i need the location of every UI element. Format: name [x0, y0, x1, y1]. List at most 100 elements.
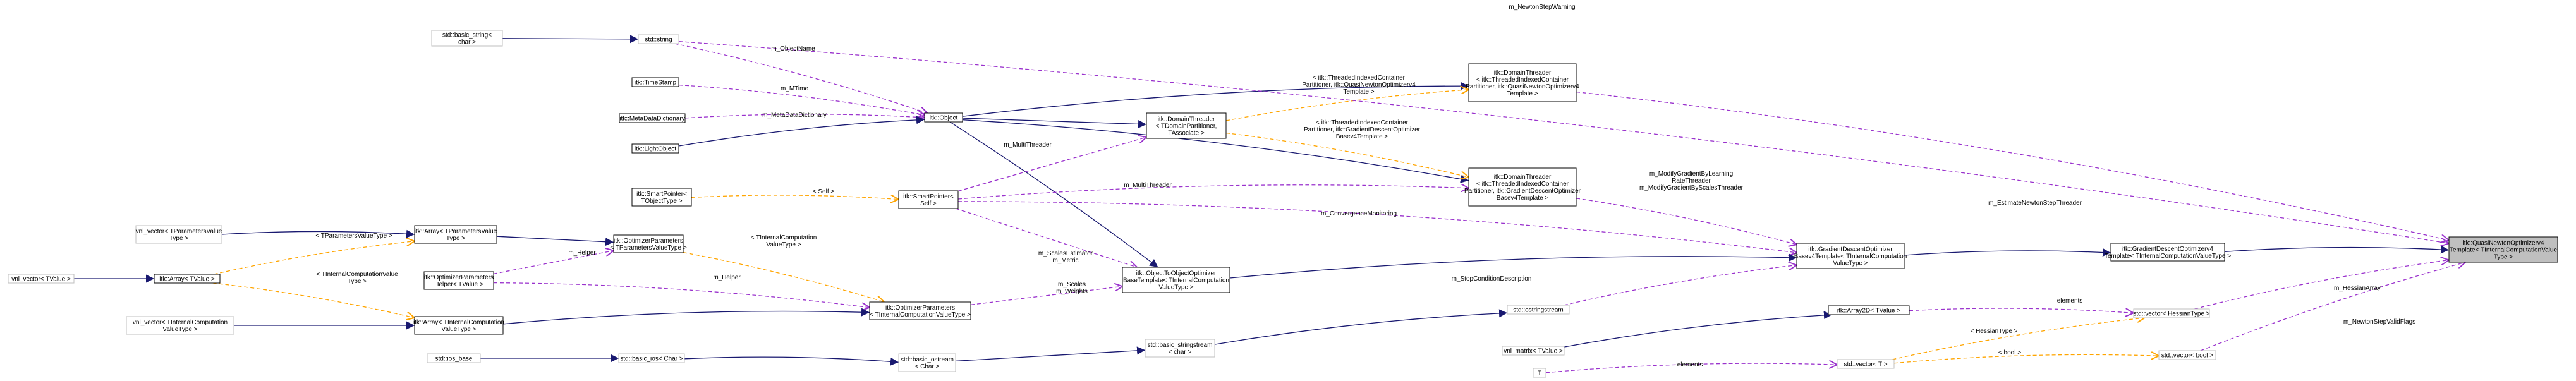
class-node-box[interactable] — [135, 225, 222, 244]
class-node-ios_base[interactable]: std::ios_base — [427, 353, 481, 363]
edge-label-lbl_MTime: m_MTime — [781, 85, 809, 92]
class-node-label: itk::Object — [930, 115, 958, 122]
class-node-SmartPointerSelf[interactable]: itk::SmartPointer<Self > — [898, 190, 959, 209]
class-node-vnl_matrix[interactable]: vnl_matrix< TValue > — [1502, 346, 1565, 356]
class-node-box[interactable] — [1502, 346, 1565, 356]
class-node-vnl_vector_TInternal[interactable]: vnl_vector< TInternalComputationValueTyp… — [126, 316, 234, 335]
class-node-box[interactable] — [1507, 305, 1570, 315]
class-node-MetaDataDictionary[interactable]: itk::MetaDataDictionary — [619, 113, 686, 123]
edges-layer — [74, 35, 2465, 373]
class-node-box[interactable] — [1145, 339, 1215, 358]
class-node-SmartPointerTObj[interactable]: itk::SmartPointer<TObjectType > — [631, 188, 692, 207]
class-node-box[interactable] — [898, 353, 956, 372]
class-node-box[interactable] — [1122, 267, 1230, 293]
class-node-OptParamsTInternal[interactable]: itk::OptimizerParameters< TInternalCompu… — [869, 301, 971, 320]
edge-member-Array2D-to-vectorHessian — [1909, 308, 2134, 313]
class-node-vectorHessian[interactable]: std::vector< HessianType > — [2133, 308, 2210, 318]
class-node-vectorT[interactable]: std::vector< T > — [1837, 359, 1895, 369]
edge-label-lbl_Helper1: m_Helper — [568, 250, 596, 257]
class-node-T[interactable]: T — [1533, 368, 1546, 378]
edge-label-lbl_Scales: m_ScalesEstimator — [1038, 250, 1093, 257]
class-node-Object[interactable]: itk::Object — [924, 112, 963, 123]
class-node-box[interactable] — [427, 353, 481, 363]
class-node-DomainThreaderMid[interactable]: itk::DomainThreader< TDomainPartitioner,… — [1146, 112, 1227, 139]
class-node-LightObject[interactable]: itk::LightObject — [631, 143, 679, 154]
class-node-box[interactable] — [618, 353, 685, 363]
class-node-box[interactable] — [1146, 112, 1227, 139]
edge-member-string-to-Object — [674, 43, 927, 113]
class-node-box[interactable] — [631, 143, 679, 154]
class-node-box[interactable] — [631, 188, 692, 207]
class-node-box[interactable] — [423, 271, 494, 290]
class-node-vnl_vector_TParam[interactable]: vnl_vector< TParametersValueType > — [135, 225, 222, 244]
edge-inherit-GDOv4-to-QuasiNewton — [2224, 245, 2450, 254]
class-node-label: Type > — [2494, 254, 2513, 261]
edge-member-OptParamsHelper-to-OptParamsTInternal — [493, 282, 870, 308]
class-node-box[interactable] — [2448, 236, 2558, 263]
class-node-ArrayTInternal[interactable]: itk::Array< TInternalComputationValueTyp… — [413, 316, 504, 335]
class-node-box[interactable] — [126, 316, 234, 335]
class-node-box[interactable] — [8, 274, 75, 284]
class-node-box[interactable] — [431, 30, 503, 47]
class-node-box[interactable] — [1533, 368, 1546, 378]
class-node-box[interactable] — [869, 301, 971, 320]
class-node-label: Type > — [446, 235, 465, 242]
class-node-basic_ios[interactable]: std::basic_ios< Char > — [618, 353, 685, 363]
edge-label-lbl_elements1: elements — [2057, 298, 2083, 305]
class-node-box[interactable] — [154, 274, 221, 284]
class-node-DomainThreaderTop[interactable]: itk::DomainThreader< itk::ThreadedIndexe… — [1466, 63, 1579, 102]
class-node-label: T — [1538, 370, 1541, 377]
class-node-box[interactable] — [414, 225, 497, 244]
class-node-label: itk::DomainThreader — [1158, 116, 1215, 123]
class-node-box[interactable] — [2110, 243, 2225, 262]
class-node-string[interactable]: std::string — [638, 34, 679, 44]
class-node-basic_ostream[interactable]: std::basic_ostream< Char > — [898, 353, 956, 372]
class-node-vnl_vector_TValue[interactable]: vnl_vector< TValue > — [8, 274, 75, 284]
class-node-ObjectToObjectOpt[interactable]: itk::ObjectToObjectOptimizerBaseTemplate… — [1122, 267, 1230, 293]
class-node-label: < itk::ThreadedIndexedContainer — [1476, 181, 1569, 188]
edge-member-DomainThreaderTop-to-QuasiNewton — [1576, 91, 2449, 240]
class-node-box[interactable] — [2133, 308, 2210, 318]
class-node-OptParamsTParam[interactable]: itk::OptimizerParameters< TParametersVal… — [610, 234, 687, 253]
class-node-box[interactable] — [1468, 167, 1577, 207]
edge-inherit-basic_ostream-to-basic_stringstream — [955, 346, 1146, 362]
class-node-GDOv4[interactable]: itk::GradientDescentOptimizerv4Template<… — [2105, 243, 2231, 262]
class-node-basic_stringstream[interactable]: std::basic_stringstream< char > — [1145, 339, 1215, 358]
class-node-ArrayTParam[interactable]: itk::Array< TParametersValueType > — [414, 225, 497, 244]
class-node-label: itk::OptimizerParameters — [614, 238, 683, 245]
class-node-label: std::basic_ostream — [901, 356, 954, 363]
class-node-box[interactable] — [414, 316, 504, 335]
class-node-label: Helper< TValue > — [434, 281, 483, 288]
edge-label-lbl_TInternal1: < TInternalComputation — [751, 234, 817, 241]
class-node-box[interactable] — [613, 234, 684, 253]
class-node-box[interactable] — [1828, 305, 1910, 315]
class-node-vectorBool[interactable]: std::vector< bool > — [2158, 350, 2216, 360]
class-node-box[interactable] — [619, 113, 686, 123]
edge-template-vectorT-to-vectorHessian — [1892, 318, 2144, 360]
edge-label-lbl_NewtonStepWarning: m_NewtonStepWarning — [1509, 4, 1575, 11]
edge-inherit-GDOBase-to-GDOv4 — [1904, 248, 2111, 257]
class-node-Array2D[interactable]: itk::Array2D< TValue > — [1828, 305, 1910, 315]
class-node-box[interactable] — [631, 77, 679, 87]
edge-label-lbl_DT_gd: Basev4Template > — [1336, 133, 1388, 140]
class-node-TimeStamp[interactable]: itk::TimeStamp — [631, 77, 679, 87]
class-node-DomainThreaderGD[interactable]: itk::DomainThreader< itk::ThreadedIndexe… — [1464, 167, 1581, 207]
class-node-box[interactable] — [1796, 243, 1905, 269]
class-node-box[interactable] — [1468, 63, 1577, 102]
class-node-ostringstream[interactable]: std::ostringstream — [1507, 305, 1570, 315]
class-node-ArrayTValue[interactable]: itk::Array< TValue > — [154, 274, 221, 284]
class-node-GDOBase[interactable]: itk::GradientDescentOptimizerBasev4Templ… — [1794, 243, 1907, 269]
class-node-label: ValueType > — [1833, 260, 1868, 267]
edge-template-OptParamsTParam-to-OptParamsTInternal — [683, 251, 884, 302]
class-node-box[interactable] — [924, 112, 963, 123]
class-node-box[interactable] — [2158, 350, 2216, 360]
class-node-box[interactable] — [638, 34, 679, 44]
class-node-box[interactable] — [1837, 359, 1895, 369]
class-node-basic_string[interactable]: std::basic_string<char > — [431, 30, 503, 47]
edge-inherit-vnl_matrix-to-Array2D — [1564, 311, 1832, 348]
class-node-box[interactable] — [898, 190, 959, 209]
edge-label-lbl_Helper2: m_Helper — [713, 274, 741, 281]
